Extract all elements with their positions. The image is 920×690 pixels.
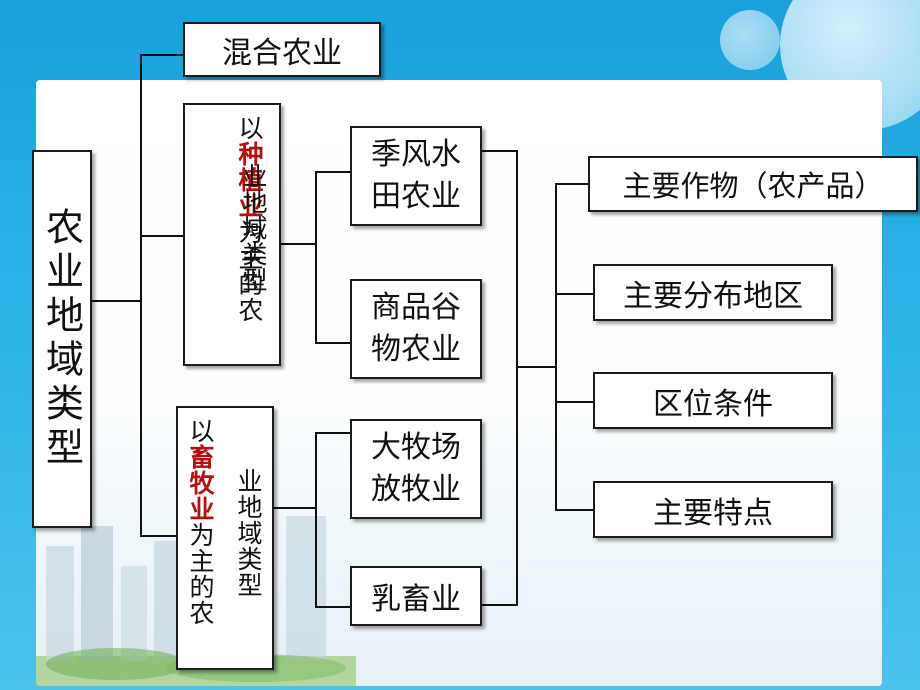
connector: [140, 54, 185, 56]
connector: [315, 171, 350, 173]
planting-label-tail: 业地域类型: [239, 163, 268, 293]
planting-category-node: 以种植业为主的农 业地域类型: [183, 103, 281, 366]
aspect-distribution-node: 主要分布地区: [593, 264, 833, 321]
paddy-agriculture-label: 季风水田农业: [371, 137, 461, 214]
connector: [315, 342, 350, 344]
connector: [281, 243, 316, 245]
grain-agriculture-label: 商品谷物农业: [371, 290, 461, 367]
connector: [555, 509, 593, 511]
connector: [555, 183, 591, 185]
connector: [90, 300, 142, 302]
aspect-label: 区位条件: [653, 386, 773, 422]
connector: [516, 150, 518, 606]
aspect-label: 主要特点: [653, 495, 773, 531]
grain-agriculture-node: 商品谷物农业: [350, 279, 482, 379]
connector: [555, 183, 557, 510]
connector: [315, 432, 350, 434]
mixed-agriculture-node: 混合农业: [183, 22, 381, 77]
root-node: 农业地域类型: [32, 150, 92, 528]
connector: [482, 604, 518, 606]
connector: [140, 535, 177, 537]
dairy-farming-label: 乳畜业: [371, 582, 461, 617]
paddy-agriculture-node: 季风水田农业: [350, 126, 482, 226]
connector: [315, 171, 317, 344]
connector: [555, 401, 593, 403]
aspect-main-crops-node: 主要作物（农产品）: [588, 156, 918, 212]
aspect-label: 主要分布地区: [623, 278, 803, 314]
ranch-grazing-node: 大牧场放牧业: [350, 419, 482, 519]
livestock-keyword: 畜牧业: [186, 444, 215, 522]
connector: [482, 150, 518, 152]
aspect-characteristics-node: 主要特点: [593, 481, 833, 538]
decor-bubble-small: [720, 10, 780, 70]
planting-keyword: 种植业: [235, 141, 264, 219]
planting-label-main: 以种植业为主的农: [235, 115, 264, 323]
connector: [140, 235, 185, 237]
ranch-grazing-label: 大牧场放牧业: [371, 430, 461, 507]
livestock-label-tail: 业地域类型: [234, 468, 263, 598]
connector: [140, 54, 142, 536]
aspect-location-conditions-node: 区位条件: [593, 372, 833, 429]
connector: [315, 432, 317, 608]
mixed-agriculture-label: 混合农业: [222, 35, 342, 71]
livestock-label-main: 以畜牧业为主的农: [186, 418, 215, 626]
root-label: 农业地域类型: [39, 207, 84, 471]
aspect-label: 主要作物（农产品）: [622, 169, 884, 203]
connector: [315, 606, 350, 608]
livestock-category-node: 以畜牧业为主的农 业地域类型: [176, 406, 274, 670]
connector: [274, 507, 316, 509]
dairy-farming-node: 乳畜业: [350, 566, 482, 626]
connector: [516, 366, 557, 368]
connector: [555, 293, 593, 295]
